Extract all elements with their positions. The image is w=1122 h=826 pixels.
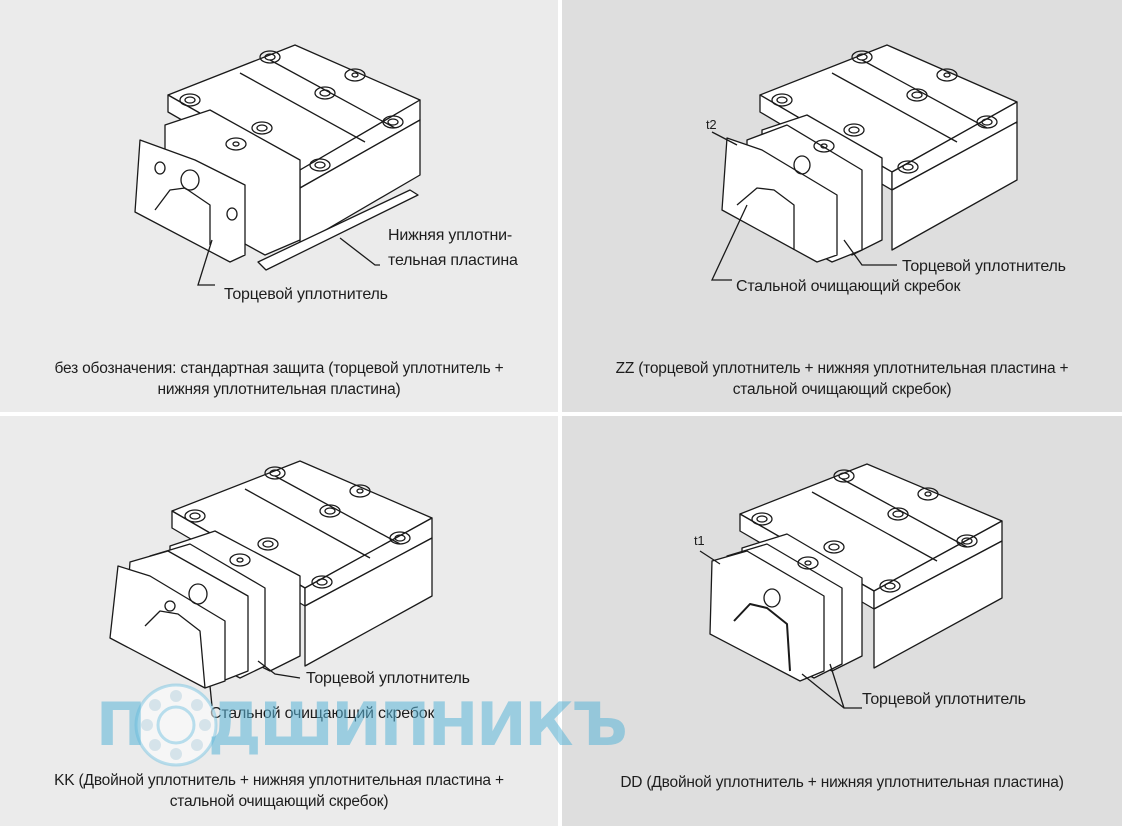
caption-line1: ZZ (торцевой уплотнитель + нижняя уплотн… — [615, 360, 1069, 377]
block-illustration-dd — [699, 463, 1003, 709]
caption-dd: DD (Двойной уплотнитель + нижняя уплотни… — [562, 772, 1122, 793]
caption-line2: стальной очищающий скребок) — [169, 793, 389, 810]
caption-line1: без обозначения: стандартная защита (тор… — [54, 360, 504, 377]
label-scraper: Стальной очищающий скребок — [736, 278, 961, 295]
label-bottom-seal: Нижняя уплотни- тельная пластина — [388, 223, 518, 273]
caption-zz: ZZ (торцевой уплотнитель + нижняя уплотн… — [562, 358, 1122, 400]
label-bottom-seal-line1: Нижняя уплотни- — [388, 227, 512, 244]
caption-kk: KK (Двойной уплотнитель + нижняя уплотни… — [0, 770, 558, 812]
panel-zz: t2 Торцевой уплотнитель Стальной очищающ… — [562, 0, 1122, 412]
block-illustration-standard — [134, 44, 421, 286]
block-illustration-kk — [109, 460, 433, 707]
panel-dd: t1 Торцевой уплотнитель DD (Двойной упло… — [562, 416, 1122, 826]
label-end-seal: Торцевой уплотнитель — [306, 670, 470, 687]
watermark-text: ДШИПНИКЪ — [208, 690, 628, 760]
panel-kk: Торцевой уплотнитель Стальной очищающий … — [0, 416, 558, 826]
label-t2: t2 — [706, 117, 717, 132]
label-scraper: Стальной очищающий скребок — [210, 705, 435, 722]
caption-line2: нижняя уплотнительная пластина) — [157, 381, 401, 398]
caption-line2: стальной очищающий скребок) — [732, 381, 952, 398]
caption-standard: без обозначения: стандартная защита (тор… — [0, 358, 558, 400]
caption-line1: KK (Двойной уплотнитель + нижняя уплотни… — [54, 772, 504, 789]
label-end-seal: Торцевой уплотнитель — [224, 286, 388, 303]
block-illustration-zz — [710, 44, 1018, 281]
panel-standard: Нижняя уплотни- тельная пластина Торцево… — [0, 0, 558, 412]
label-end-seal: Торцевой уплотнитель — [862, 691, 1026, 708]
watermark-first-letter: П — [96, 690, 147, 760]
label-bottom-seal-line2: тельная пластина — [388, 252, 518, 269]
label-t1: t1 — [694, 533, 705, 548]
label-end-seal: Торцевой уплотнитель — [902, 258, 1066, 275]
caption-line1: DD (Двойной уплотнитель + нижняя уплотни… — [620, 774, 1064, 791]
